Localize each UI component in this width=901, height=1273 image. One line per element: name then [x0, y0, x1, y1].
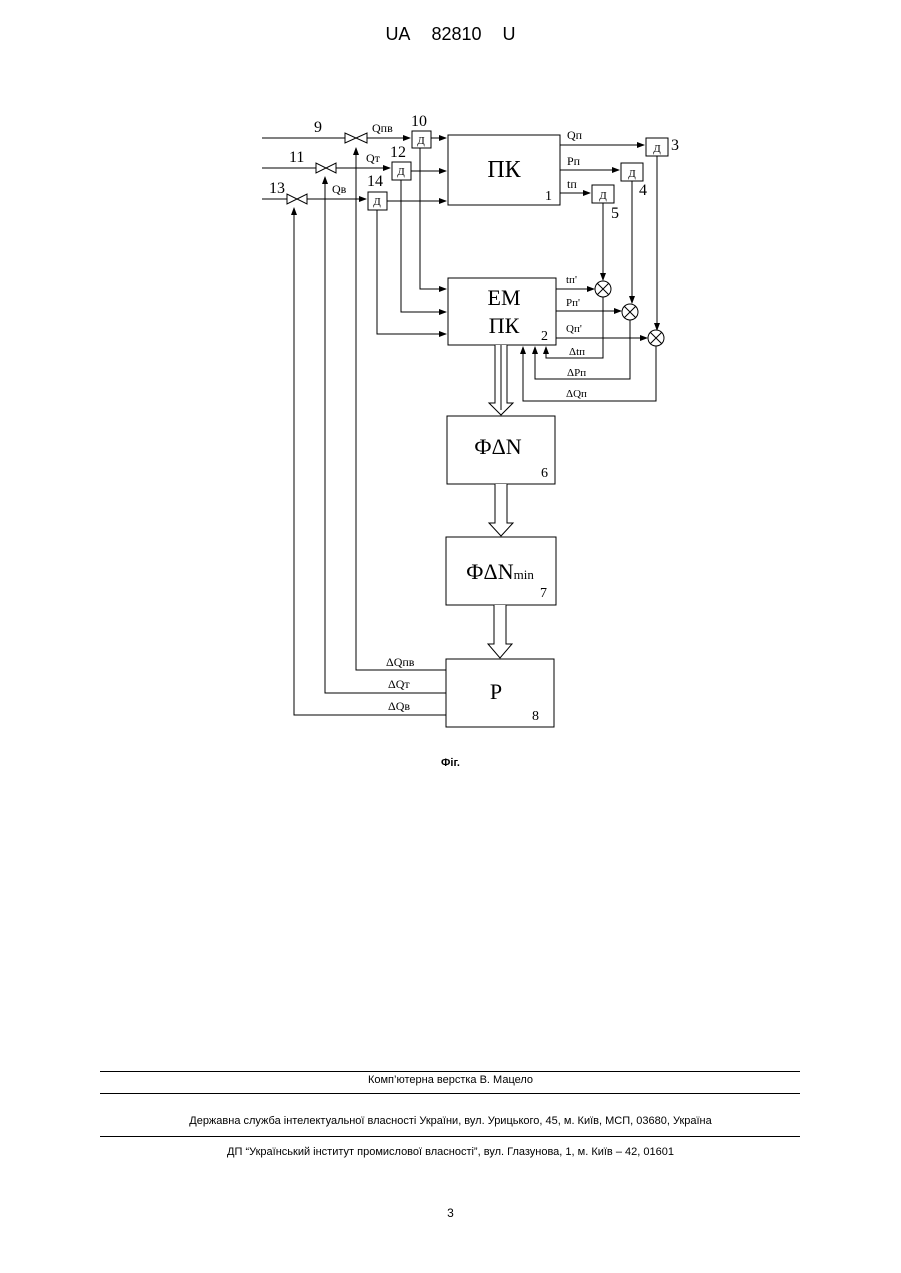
sig-q-pv: Qпв: [372, 121, 393, 135]
sig-d-qt: ΔQт: [388, 677, 410, 691]
pk-number: 1: [545, 189, 552, 204]
footer-rule-3: [100, 1136, 800, 1137]
footer-rule-1: [100, 1071, 800, 1072]
f-dnmin-sub: min: [514, 567, 535, 582]
f-dn-title: ФΔN: [474, 434, 522, 459]
ref-14: 14: [367, 173, 383, 190]
institute-address: ДП “Український інститут промислової вла…: [0, 1146, 901, 1158]
sig-q-v: Qв: [332, 182, 347, 196]
sensor-5-label: Д: [599, 190, 607, 202]
sig-p-p: Рп: [567, 154, 581, 168]
sig-p-p2: Рп': [566, 297, 580, 309]
sig-d-qpv: ΔQпв: [386, 655, 415, 669]
ref-5: 5: [611, 205, 619, 222]
valve-13: [287, 194, 307, 204]
ref-3: 3: [671, 137, 679, 154]
layout-credit: Комп’ютерна верстка В. Мацело: [0, 1074, 901, 1086]
ref-9: 9: [314, 119, 322, 136]
sig-q-p2: Qп': [566, 323, 582, 335]
p-title: Р: [490, 679, 502, 704]
footer-rule-2: [100, 1093, 800, 1094]
valve-11: [316, 163, 336, 173]
figure-caption: Фіг.: [0, 757, 901, 769]
ref-4: 4: [639, 182, 647, 199]
sensor-10-label: Д: [417, 135, 425, 147]
p-number: 8: [532, 709, 539, 724]
sig-t-p: tп: [567, 177, 577, 191]
sig-d-qv: ΔQв: [388, 699, 410, 713]
sensor-12-label: Д: [397, 166, 405, 178]
svg-text:ФΔNmin: ФΔNmin: [466, 559, 534, 584]
sig-d-qp: ΔQп: [566, 388, 587, 400]
em-number: 2: [541, 329, 548, 344]
f-dn-number: 6: [541, 466, 548, 481]
sensor-14-label: Д: [373, 196, 381, 208]
valve-9: [345, 133, 367, 143]
f-dnmin-number: 7: [540, 586, 547, 601]
page-number: 3: [0, 1206, 901, 1220]
em-title-1: ЕМ: [488, 285, 521, 310]
publisher-address: Державна служба інтелектуальної власност…: [0, 1115, 901, 1127]
pk-title: ПК: [487, 157, 521, 183]
sig-t-p2: tп': [566, 274, 577, 286]
sig-d-tp: Δtп: [569, 346, 585, 358]
ref-10: 10: [411, 113, 427, 130]
em-title-2: ПК: [489, 313, 520, 338]
ref-11: 11: [289, 149, 304, 166]
sensor-4-label: Д: [628, 168, 636, 180]
ref-13: 13: [269, 180, 285, 197]
sig-q-p: Qп: [567, 128, 583, 142]
sig-d-pp: ΔРп: [567, 367, 586, 379]
sensor-3-label: Д: [653, 143, 661, 155]
ref-12: 12: [390, 144, 406, 161]
block-diagram: ПК 1 ЕМ ПК 2 ФΔN 6 ФΔNmin 7 Р 8 Д Д Д Д …: [0, 0, 901, 800]
sig-q-t: Qт: [366, 151, 381, 165]
f-dnmin-title: ФΔN: [466, 559, 514, 584]
